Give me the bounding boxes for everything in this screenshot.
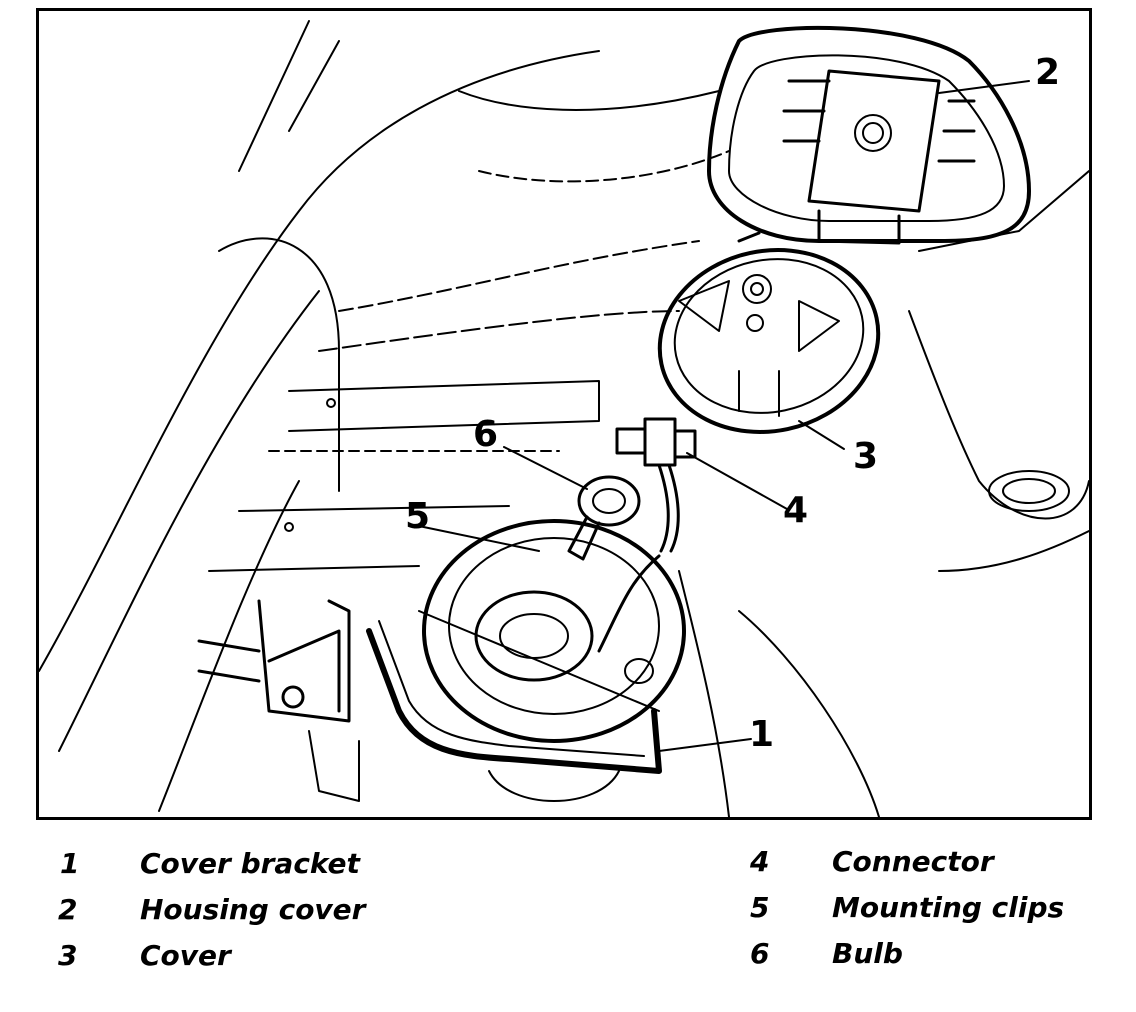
legend-number: 6: [750, 937, 770, 970]
callout-3: 3: [853, 436, 879, 477]
legend-number: 5: [750, 891, 770, 924]
leader-lines: [413, 80, 1030, 752]
callout-1: 1: [749, 714, 775, 755]
body-panel-lines: [39, 20, 1089, 817]
callout-6: 6: [473, 414, 499, 455]
bulb: [567, 475, 641, 561]
round-cover: [657, 231, 881, 434]
callout-5: 5: [405, 496, 431, 537]
legend-number: 3: [58, 939, 78, 972]
headlight-illustration: [39, 20, 1089, 817]
legend-label: Connector: [832, 845, 994, 878]
legend-label: Housing cover: [140, 893, 366, 926]
legend-label: Mounting clips: [832, 891, 1065, 924]
callout-4: 4: [783, 490, 809, 531]
callout-2: 2: [1035, 52, 1061, 93]
diagram-figure: 1 2 3 4 5 6: [36, 8, 1092, 820]
connector: [615, 417, 697, 553]
legend-label: Cover bracket: [140, 847, 360, 880]
mounting-bracket: [197, 599, 360, 802]
legend-number: 2: [58, 893, 78, 926]
headlight-housing: [366, 519, 686, 802]
legend-label: Bulb: [832, 937, 903, 970]
legend-number: 1: [60, 847, 80, 880]
legend-number: 4: [750, 845, 770, 878]
housing-cover: [707, 25, 1031, 245]
legend-label: Cover: [140, 939, 231, 972]
